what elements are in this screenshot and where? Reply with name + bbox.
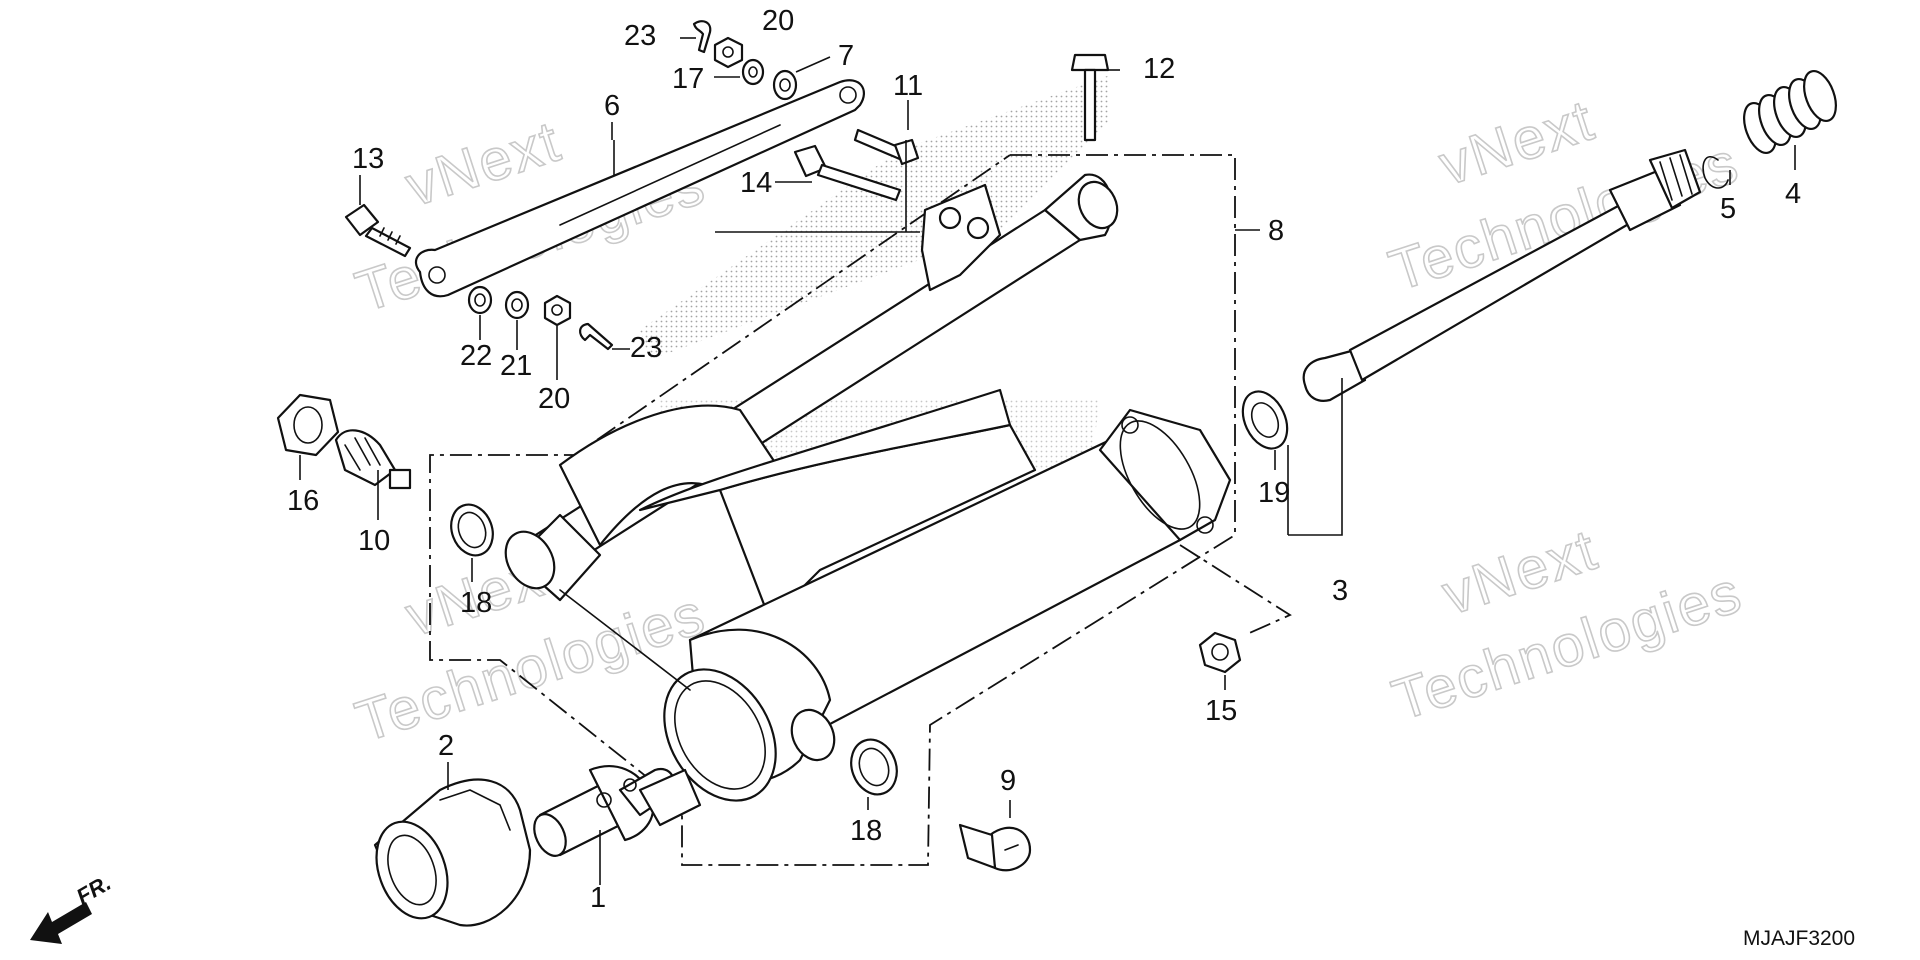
- part-18-bearing-left: [450, 503, 494, 557]
- callout-12: 12: [1143, 53, 1175, 85]
- part-10-pivot-bolt: [334, 429, 412, 490]
- part-15-cap-nut: [1198, 631, 1242, 674]
- callout-22: 22: [460, 340, 492, 372]
- callout-5: 5: [1720, 193, 1736, 225]
- callout-3: 3: [1332, 575, 1348, 607]
- part-2-boot: [373, 778, 532, 927]
- callout-21: 21: [500, 350, 532, 382]
- callout-6: 6: [604, 90, 620, 122]
- callout-16: 16: [287, 485, 319, 517]
- part-3-drive-shaft: [1302, 148, 1702, 402]
- swing-arm: [504, 173, 1232, 802]
- part-6-torque-link: [414, 79, 865, 298]
- callout-1: 1: [590, 882, 606, 914]
- callout-13: 13: [352, 143, 384, 175]
- callout-10: 10: [358, 525, 390, 557]
- part-17-washer: [741, 58, 765, 86]
- part-18-bearing-right: [850, 738, 898, 796]
- part-1-universal-joint: [533, 765, 702, 857]
- leader-lines: [299, 37, 1796, 885]
- callout-20-bottom: 20: [538, 383, 570, 415]
- part-20-nut-bottom: [543, 294, 572, 327]
- part-23-cotter-pin-top: [692, 20, 712, 54]
- callout-15: 15: [1205, 695, 1237, 727]
- part-23-cotter-pin-bottom: [579, 322, 614, 351]
- part-7-washer: [772, 69, 798, 101]
- callout-23-top: 23: [624, 20, 656, 52]
- callout-20-top: 20: [762, 5, 794, 37]
- part-14-bolt: [793, 144, 902, 202]
- part-9-drain-plug: [958, 823, 1032, 872]
- callout-8: 8: [1268, 215, 1284, 247]
- front-direction-arrow: FR.: [30, 870, 115, 944]
- callout-14: 14: [740, 167, 772, 199]
- callout-2: 2: [438, 730, 454, 762]
- part-22-washer: [467, 285, 493, 315]
- part-16-lock-nut: [276, 393, 340, 457]
- direction-label: FR.: [72, 870, 115, 909]
- drawing-code: MJAJF3200: [1743, 927, 1855, 950]
- callout-18-right: 18: [850, 815, 882, 847]
- part-4-spring: [1743, 70, 1837, 154]
- part-20-nut-top: [713, 36, 744, 69]
- part-19-bearing: [1241, 390, 1289, 450]
- assembly-boundary-15: [1179, 544, 1292, 636]
- callout-4: 4: [1785, 178, 1801, 210]
- callout-9: 9: [1000, 765, 1016, 797]
- callout-11: 11: [893, 70, 923, 102]
- callout-7: 7: [838, 40, 854, 72]
- callout-19: 19: [1258, 477, 1290, 509]
- part-11-bolt: [853, 128, 920, 166]
- callout-17: 17: [672, 63, 704, 95]
- part-13-bolt: [344, 203, 412, 258]
- watermark-bottom-right: vNext Technologies: [1384, 516, 1751, 734]
- assembly-boundary-8: [429, 154, 1236, 866]
- callouts: 1 2 3 4 5 6 7 8 9 10 11 12 13 14 15 16 1…: [287, 5, 1801, 914]
- part-5-circlip: [1702, 155, 1729, 189]
- callout-23-bottom: 23: [630, 332, 662, 364]
- part-21-washer: [504, 290, 530, 320]
- callout-18-left: 18: [460, 587, 492, 619]
